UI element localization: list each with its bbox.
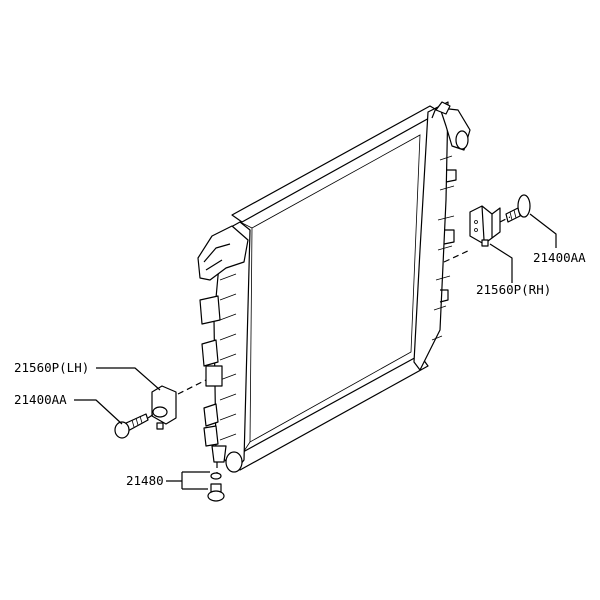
part-label-bolt-lh: 21400AA (14, 392, 67, 407)
bolt-lh (114, 413, 149, 439)
part-label-drain-plug: 21480 (126, 473, 164, 488)
bolt-rh (505, 194, 531, 223)
radiator-left-tank (197, 221, 251, 473)
bracket-lh (151, 385, 177, 430)
leader-lines (74, 213, 557, 490)
part-label-bolt-rh: 21400AA (533, 250, 586, 265)
part-label-bracket-lh: 21560P(LH) (14, 360, 89, 375)
bracket-rh (469, 205, 501, 247)
drain-plug (207, 462, 225, 502)
radiator-core (231, 105, 441, 471)
part-label-bracket-rh: 21560P(RH) (476, 282, 551, 297)
radiator-right-tank (413, 101, 471, 371)
